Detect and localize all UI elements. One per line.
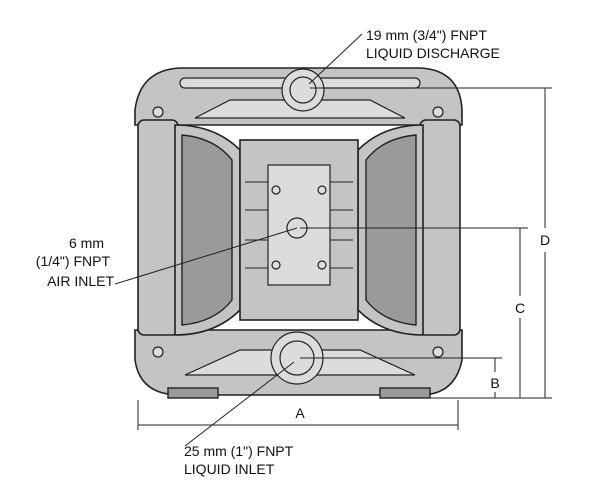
right-diaphragm bbox=[365, 134, 417, 326]
dimension-lines bbox=[137, 87, 552, 430]
leader-lines bbox=[114, 33, 363, 447]
air-inlet-label-type: AIR INLET bbox=[47, 273, 114, 289]
pump-drawing bbox=[134, 67, 463, 399]
liquid-inlet-label-type: LIQUID INLET bbox=[184, 461, 275, 477]
left-chamber-cover bbox=[137, 119, 179, 336]
liquid-inlet-label-size: 25 mm (1") FNPT bbox=[184, 443, 294, 459]
left-foot bbox=[167, 387, 219, 399]
dimension-b-label: B bbox=[490, 375, 499, 391]
left-diaphragm bbox=[181, 134, 233, 326]
discharge-label-type: LIQUID DISCHARGE bbox=[366, 45, 500, 61]
air-inlet-label-size: 6 mm bbox=[69, 235, 104, 251]
center-ribs bbox=[245, 181, 353, 269]
dimension-c-label: C bbox=[515, 300, 525, 316]
right-foot bbox=[379, 387, 431, 399]
dimension-d-label: D bbox=[540, 232, 550, 248]
bolts bbox=[152, 106, 444, 358]
dimension-a-label: A bbox=[295, 405, 305, 421]
air-inlet-label-thread: (1/4") FNPT bbox=[36, 253, 111, 269]
discharge-label-size: 19 mm (3/4") FNPT bbox=[366, 27, 487, 43]
